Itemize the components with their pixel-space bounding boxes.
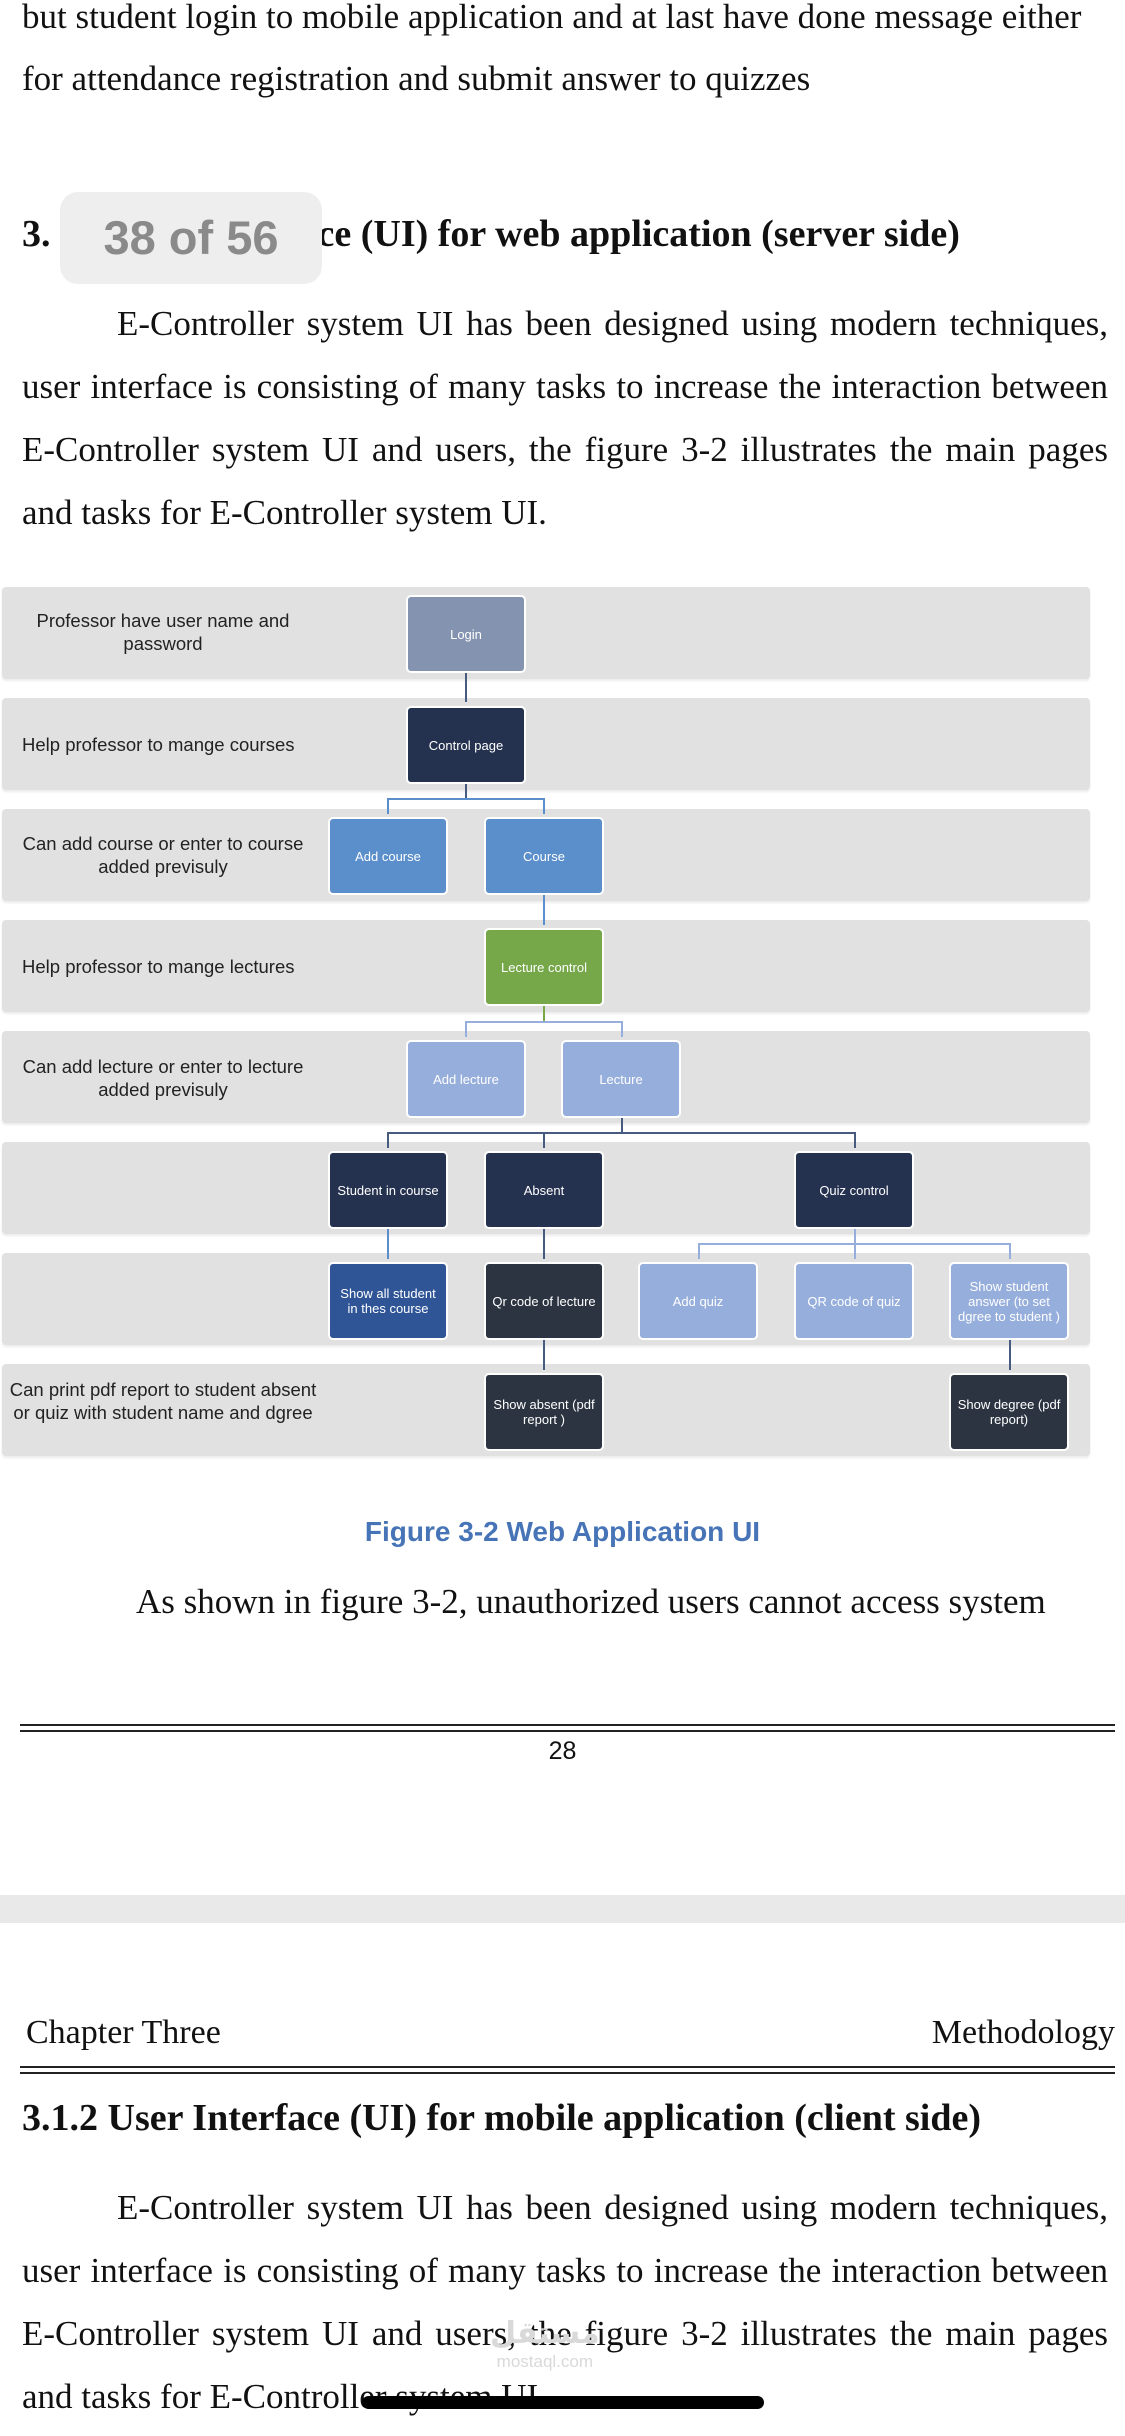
header-rule-top (20, 2066, 1115, 2068)
page-gap (0, 1895, 1125, 1923)
node-show-degree: Show degree (pdf report) (951, 1375, 1067, 1449)
watermark-logo: مستقل mostaql.com (490, 2317, 600, 2376)
running-header-left: Chapter Three (26, 2014, 221, 2051)
after-figure-text: As shown in figure 3-2, unauthorized use… (136, 1582, 1046, 1621)
page-indicator-badge: 38 of 56 (60, 192, 322, 284)
node-control-page: Control page (408, 708, 524, 782)
header-rule-bottom (20, 2072, 1115, 2074)
node-add-lecture: Add lecture (408, 1042, 524, 1116)
node-login: Login (408, 597, 524, 671)
watermark-bottom: mostaql.com (496, 2352, 594, 2371)
node-lecture-control: Lecture control (486, 930, 602, 1004)
node-show-student-answer: Show student answer (to set dgree to stu… (951, 1264, 1067, 1338)
footer-rule-bottom (20, 1730, 1115, 1732)
section-heading-mobile: 3.1.2 User Interface (UI) for mobile app… (22, 2097, 981, 2139)
node-lecture: Lecture (563, 1042, 679, 1116)
node-show-absent: Show absent (pdf report ) (486, 1375, 602, 1449)
heading-prefix: 3. (22, 213, 51, 255)
band-label-5: Can add lecture or enter to lecture adde… (22, 1056, 304, 1100)
section-heading-web: 3. ace (UI) for web application (server s… (22, 212, 960, 256)
intro-paragraph-mobile: E-Controller system UI has been designed… (22, 2176, 1108, 2428)
page-number: 28 (548, 1737, 577, 1765)
intro-paragraph-web-text: E-Controller system UI has been designed… (22, 304, 1108, 532)
node-add-quiz: Add quiz (640, 1264, 756, 1338)
band-label-3: Can add course or enter to course added … (22, 833, 304, 877)
node-qr-code-quiz: QR code of quiz (796, 1264, 912, 1338)
running-header-right: Methodology (931, 2014, 1115, 2051)
top-text-line-1: but student login to mobile application … (22, 0, 1082, 36)
footer-rule-top (20, 1724, 1115, 1726)
figure-web-application-ui: Professor have user name and password He… (0, 585, 1125, 1465)
node-qr-code-lecture: Qr code of lecture (486, 1264, 602, 1338)
band-label-8: Can print pdf report to student absent o… (9, 1379, 317, 1423)
node-absent: Absent (486, 1153, 602, 1227)
figure-caption: Figure 3-2 Web Application UI (364, 1516, 761, 1547)
node-quiz-control: Quiz control (796, 1153, 912, 1227)
band-label-1: Professor have user name and password (36, 610, 290, 654)
node-show-all-student: Show all student in thes course (330, 1264, 446, 1338)
band-row-2 (2, 698, 1090, 790)
heading-suffix: ace (UI) for web application (server sid… (298, 213, 960, 255)
band-label-4: Help professor to mange lectures (22, 956, 295, 977)
band-row-1 (2, 587, 1090, 679)
node-course: Course (486, 819, 602, 893)
node-add-course: Add course (330, 819, 446, 893)
intro-paragraph-web: E-Controller system UI has been designed… (22, 292, 1108, 544)
band-row-5 (2, 1031, 1090, 1123)
watermark-top: مستقل (490, 2317, 600, 2350)
node-student-in-course: Student in course (330, 1153, 446, 1227)
top-text-line-2: for attendance registration and submit a… (22, 59, 811, 98)
intro-paragraph-mobile-text: E-Controller system UI has been designed… (22, 2188, 1108, 2416)
home-indicator[interactable] (362, 2396, 764, 2409)
band-label-2: Help professor to mange courses (22, 734, 295, 755)
